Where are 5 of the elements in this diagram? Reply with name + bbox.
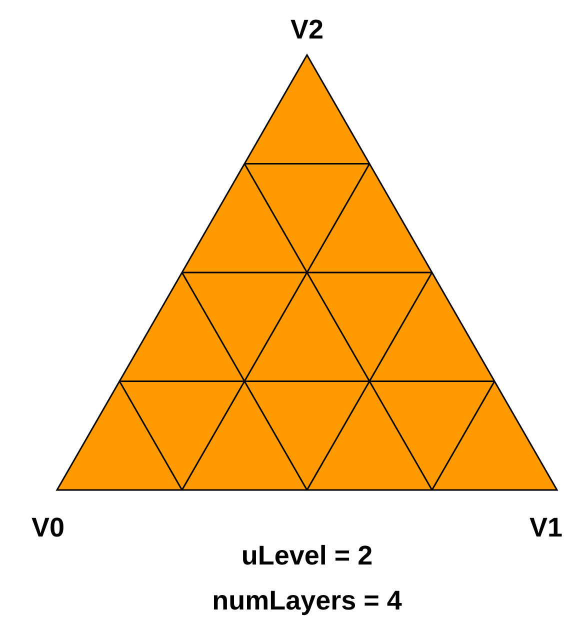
- parameter-label: uLevel = 2: [241, 542, 373, 570]
- vertex-label: V0: [31, 514, 65, 542]
- parameter-label: numLayers = 4: [212, 588, 402, 614]
- vertex-label: V2: [290, 16, 324, 44]
- vertex-label: V1: [529, 514, 563, 542]
